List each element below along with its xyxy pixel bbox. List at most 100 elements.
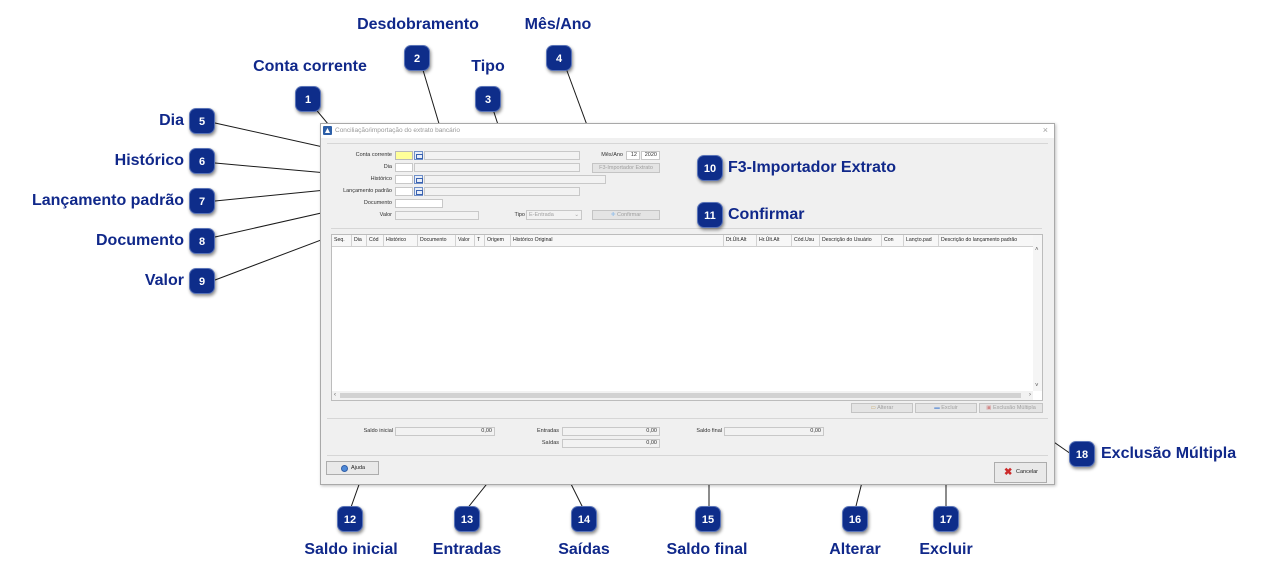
saldo-final-label: Saldo final	[696, 428, 722, 434]
historico-lookup-icon[interactable]	[414, 175, 423, 184]
callout-label-16: Alterar	[829, 541, 881, 558]
ajuda-button[interactable]: Ajuda	[326, 461, 379, 475]
lancamento-padrao-input[interactable]	[395, 187, 413, 196]
alterar-button[interactable]: ▭ Alterar	[851, 403, 913, 413]
chevron-down-icon: ⌄	[574, 212, 579, 218]
callout-label-10: F3-Importador Extrato	[728, 159, 897, 176]
tipo-select[interactable]: E-Entrada ⌄	[526, 210, 582, 220]
conta-corrente-description	[424, 151, 580, 160]
callout-label-3: Tipo	[471, 58, 505, 75]
callout-label-18: Exclusão Múltipla	[1101, 445, 1237, 462]
excluir-button[interactable]: ▬ Excluir	[915, 403, 977, 413]
col-cod[interactable]: Cód	[367, 235, 384, 246]
col-historico-original[interactable]: Histórico Original	[511, 235, 724, 246]
scroll-left-icon[interactable]: ‹	[334, 392, 336, 398]
col-descricao-lancamento-padrao[interactable]: Descrição do lançamento padrão	[941, 237, 1018, 243]
lancamento-padrao-description	[424, 187, 580, 196]
confirm-icon: ✚	[610, 212, 616, 218]
callout-label-2: Desdobramento	[357, 16, 479, 33]
col-valor[interactable]: Valor	[456, 235, 475, 246]
col-hr-ult-alt[interactable]: Hr.Últ.Alt	[757, 235, 792, 246]
edit-icon: ▭	[870, 405, 876, 411]
col-documento[interactable]: Documento	[418, 235, 456, 246]
documento-label: Documento	[363, 200, 392, 206]
ajuda-button-label: Ajuda	[351, 465, 366, 471]
col-lancto-pad[interactable]: Lançto.pad	[904, 235, 939, 246]
launches-grid[interactable]: Seq. Dia Cód Histórico Documento Valor T…	[331, 234, 1043, 401]
col-cod-usu[interactable]: Cód.Usu	[792, 235, 820, 246]
mes-ano-label: Mês/Ano	[601, 152, 623, 158]
confirmar-button[interactable]: ✚ Confirmar	[592, 210, 660, 220]
col-descricao-usuario[interactable]: Descrição do Usuário	[820, 235, 882, 246]
cancelar-button-label: Cancelar	[1016, 469, 1039, 475]
valor-input[interactable]	[395, 211, 479, 220]
tipo-label: Tipo	[514, 212, 526, 218]
historico-description	[424, 175, 606, 184]
callout-badge-8: 8	[189, 228, 215, 254]
col-tipo[interactable]: T	[475, 235, 485, 246]
callout-badge-13: 13	[454, 506, 480, 532]
ano-input[interactable]: 2020	[641, 151, 660, 160]
minus-icon: ▬	[934, 405, 940, 411]
callout-badge-18: 18	[1069, 441, 1095, 467]
callout-badge-6: 6	[189, 148, 215, 174]
lancamento-padrao-label: Lançamento padrão	[343, 188, 392, 194]
dialog-title: Conciliação/importação do extrato bancár…	[335, 127, 461, 134]
conta-corrente-lookup-icon[interactable]	[414, 151, 423, 160]
callout-badge-11: 11	[697, 202, 723, 228]
mes-input[interactable]: 12	[626, 151, 640, 160]
callout-label-9: Valor	[144, 272, 184, 289]
callout-label-14: Saídas	[558, 541, 610, 558]
callout-badge-3: 3	[475, 86, 501, 112]
app-icon	[323, 126, 332, 135]
scroll-right-icon[interactable]: ›	[1029, 392, 1031, 398]
col-historico[interactable]: Histórico	[384, 235, 418, 246]
entradas-value: 0,00	[562, 427, 660, 436]
valor-label: Valor	[379, 212, 392, 218]
callout-label-13: Entradas	[432, 541, 502, 558]
grid-divider	[331, 228, 1042, 229]
title-bar: Conciliação/importação do extrato bancár…	[321, 124, 1054, 138]
callout-badge-5: 5	[189, 108, 215, 134]
saldo-inicial-value: 0,00	[395, 427, 495, 436]
callout-label-15: Saldo final	[666, 541, 748, 558]
callout-label-8: Documento	[96, 232, 184, 249]
col-origem[interactable]: Origem	[485, 235, 511, 246]
cancelar-button[interactable]: ✖ Cancelar	[994, 462, 1047, 483]
historico-input[interactable]	[395, 175, 413, 184]
grid-header: Seq. Dia Cód Histórico Documento Valor T…	[332, 235, 1033, 247]
lancamento-padrao-lookup-icon[interactable]	[414, 187, 423, 196]
saldo-inicial-label: Saldo inicial	[363, 428, 393, 434]
grid-horizontal-scrollbar[interactable]: ‹ ›	[332, 391, 1033, 400]
conta-corrente-label: Conta corrente	[355, 152, 392, 158]
totals-divider	[327, 418, 1048, 419]
col-dt-ult-alt[interactable]: Dt.Últ.Alt	[724, 235, 757, 246]
grid-vertical-scrollbar[interactable]: ˄ ˅	[1033, 235, 1042, 391]
callout-badge-12: 12	[337, 506, 363, 532]
historico-label: Histórico	[370, 176, 392, 182]
col-con[interactable]: Con	[882, 235, 904, 246]
exclusao-multipla-button[interactable]: ▣ Exclusão Múltipla	[979, 403, 1043, 413]
dia-label: Dia	[383, 164, 392, 170]
col-dia[interactable]: Dia	[352, 235, 367, 246]
callout-label-11: Confirmar	[728, 206, 805, 223]
conta-corrente-input[interactable]	[395, 151, 413, 160]
scroll-down-icon[interactable]: ˅	[1035, 383, 1039, 389]
scroll-up-icon[interactable]: ˄	[1035, 247, 1039, 253]
callout-badge-17: 17	[933, 506, 959, 532]
top-divider	[327, 143, 1048, 144]
saldo-final-value: 0,00	[724, 427, 824, 436]
callout-badge-9: 9	[189, 268, 215, 294]
dia-input[interactable]	[395, 163, 413, 172]
importador-extrato-button[interactable]: F3-Importador Extrato	[592, 163, 660, 173]
import-dialog: Conciliação/importação do extrato bancár…	[320, 123, 1055, 485]
callout-badge-4: 4	[546, 45, 572, 71]
documento-input[interactable]	[395, 199, 443, 208]
close-icon[interactable]: ×	[1042, 125, 1048, 135]
callout-label-12: Saldo inicial	[304, 541, 398, 558]
grid-horizontal-thumb[interactable]	[340, 393, 1021, 398]
callout-label-6: Histórico	[114, 152, 184, 169]
callout-badge-2: 2	[404, 45, 430, 71]
col-seq[interactable]: Seq.	[332, 235, 352, 246]
callout-label-1: Conta corrente	[253, 58, 367, 75]
